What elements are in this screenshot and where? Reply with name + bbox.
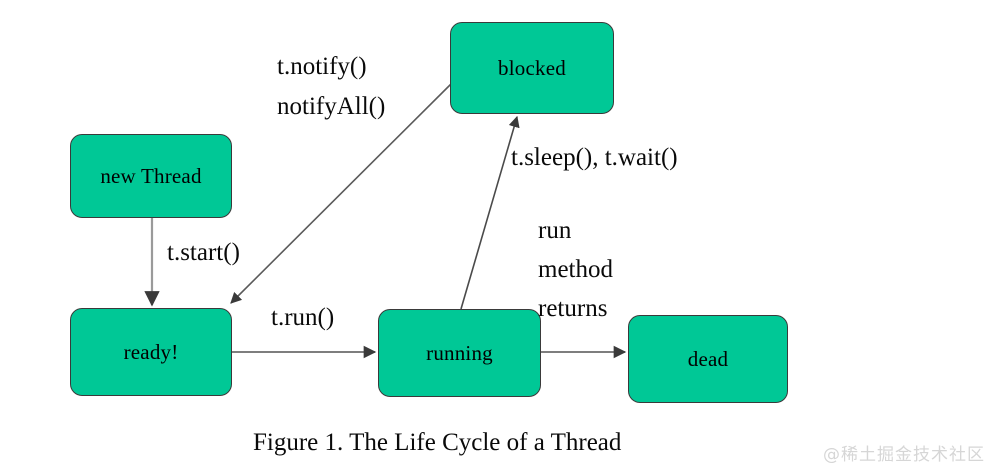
node-dead-label: dead xyxy=(687,346,729,371)
edge-label-notify-all: notifyAll() xyxy=(277,93,386,120)
edge-label-run-method-returns-line1: run xyxy=(538,217,572,244)
edge-label-run: t.run() xyxy=(271,304,335,331)
edge-blocked-to-ready xyxy=(230,82,453,304)
node-new-thread[interactable]: new Thread xyxy=(70,134,232,218)
edge-label-run-method-returns-line3: returns xyxy=(538,295,608,322)
watermark: @稀土掘金技术社区 xyxy=(823,445,985,465)
node-blocked-label: blocked xyxy=(498,55,566,80)
edge-label-run-method-returns: run method returns xyxy=(538,211,613,328)
edge-label-sleep-wait: t.sleep(), t.wait() xyxy=(511,144,678,171)
node-running[interactable]: running xyxy=(378,309,541,397)
edge-running-to-blocked xyxy=(460,115,520,310)
edge-label-notify: t.notify() xyxy=(277,53,367,80)
node-new-thread-label: new Thread xyxy=(100,163,202,188)
node-running-label: running xyxy=(426,340,493,365)
node-ready[interactable]: ready! xyxy=(70,308,232,396)
node-dead[interactable]: dead xyxy=(628,315,788,403)
node-ready-label: ready! xyxy=(123,339,179,364)
figure-caption: Figure 1. The Life Cycle of a Thread xyxy=(253,429,622,456)
edge-label-start: t.start() xyxy=(167,239,240,266)
edge-label-run-method-returns-line2: method xyxy=(538,256,613,283)
node-blocked[interactable]: blocked xyxy=(450,22,614,114)
